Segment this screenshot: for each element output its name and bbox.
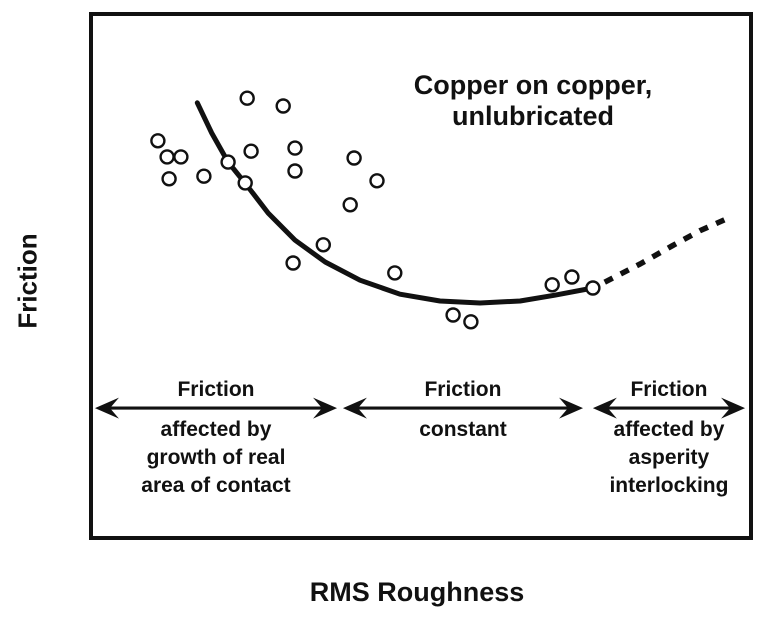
region-title: Friction <box>424 378 502 401</box>
region-annotation-contact-growth: Friction affected by growth of real area… <box>95 376 337 500</box>
region-annotation-asperity-interlocking: Friction affected by asperity interlocki… <box>593 376 745 500</box>
region-line: asperity <box>628 446 710 469</box>
arrowhead-left-icon <box>94 397 119 419</box>
data-point <box>220 154 236 170</box>
data-point <box>161 171 177 187</box>
scatter-points <box>150 90 601 330</box>
arrowhead-right-icon <box>721 397 746 419</box>
region-title: Friction <box>630 378 708 401</box>
data-point <box>243 143 259 159</box>
plot-area <box>89 12 753 540</box>
data-point <box>173 149 189 165</box>
data-point <box>159 149 175 165</box>
region-line: affected by <box>613 418 725 441</box>
data-point <box>196 168 212 184</box>
data-point <box>369 173 385 189</box>
arrowhead-right-icon <box>313 397 338 419</box>
data-point <box>544 277 560 293</box>
x-axis-label: RMS Roughness <box>309 577 525 607</box>
region-description: constant <box>343 416 583 444</box>
chart-title: Copper on copper, unlubricated <box>383 70 683 132</box>
data-point <box>150 133 166 149</box>
data-point <box>237 175 253 191</box>
data-point <box>463 314 479 330</box>
data-point <box>585 280 601 296</box>
data-point <box>239 90 255 106</box>
chart-title-line1: Copper on copper, <box>413 70 653 100</box>
region-line: area of contact <box>141 474 291 497</box>
chart-title-line2: unlubricated <box>451 101 614 131</box>
region-title: Friction <box>177 378 255 401</box>
data-point <box>287 140 303 156</box>
region-annotation-constant: Friction constant <box>343 376 583 444</box>
arrowhead-left-icon <box>342 397 367 419</box>
region-description: affected by asperity interlocking <box>593 416 745 500</box>
region-line: interlocking <box>609 474 729 497</box>
data-point <box>342 197 358 213</box>
y-axis-label: Friction <box>12 233 43 329</box>
data-point <box>275 98 291 114</box>
data-point <box>564 269 580 285</box>
data-point <box>285 255 301 271</box>
arrowhead-right-icon <box>559 397 584 419</box>
data-point <box>387 265 403 281</box>
region-line: affected by <box>160 418 272 441</box>
region-description: affected by growth of real area of conta… <box>95 416 337 500</box>
region-arrows <box>94 397 746 419</box>
region-line: growth of real <box>146 446 286 469</box>
region-line: constant <box>419 418 507 441</box>
data-point <box>346 150 362 166</box>
arrowhead-left-icon <box>592 397 617 419</box>
data-point <box>315 237 331 253</box>
trend-curve-dashed-line <box>603 216 728 285</box>
data-point <box>445 307 461 323</box>
data-point <box>287 163 303 179</box>
